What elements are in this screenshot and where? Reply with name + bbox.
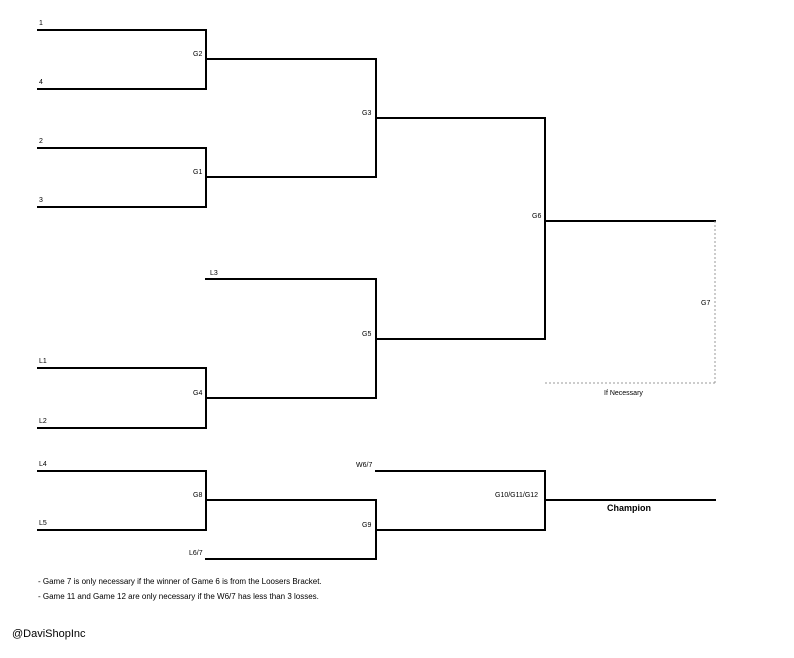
seed-label: L4 [39,461,47,468]
if-necessary-label: If Necessary [604,390,643,397]
game-label: G8 [193,492,202,499]
seed-label: 3 [39,197,43,204]
seed-label: L3 [210,270,218,277]
game-label: G9 [362,522,371,529]
footnote: - Game 11 and Game 12 are only necessary… [38,592,319,601]
bracket-line-g4 [37,367,207,429]
footnote: - Game 7 is only necessary if the winner… [38,577,322,586]
seed-label: W6/7 [356,462,372,469]
seed-label: L6/7 [189,550,203,557]
seed-label: 4 [39,79,43,86]
seed-label: L5 [39,520,47,527]
game-label: G1 [193,169,202,176]
game-label: G4 [193,390,202,397]
seed-label: 1 [39,20,43,27]
game-label: G5 [362,331,371,338]
seed-label: L2 [39,418,47,425]
bracket-line-g2 [37,29,207,90]
credit-watermark: @DaviShopInc [12,628,86,640]
game-label: G2 [193,51,202,58]
bracket-line-g1 [37,147,207,208]
game-label: G10/G11/G12 [495,492,538,499]
game-label: G7 [701,300,710,307]
seed-label: L1 [39,358,47,365]
footnotes: - Game 7 is only necessary if the winner… [38,574,322,604]
game-label: G6 [532,213,541,220]
seed-label: 2 [39,138,43,145]
champion-label: Champion [607,503,651,513]
bracket-line-g8 [37,470,207,531]
game-label: G3 [362,110,371,117]
